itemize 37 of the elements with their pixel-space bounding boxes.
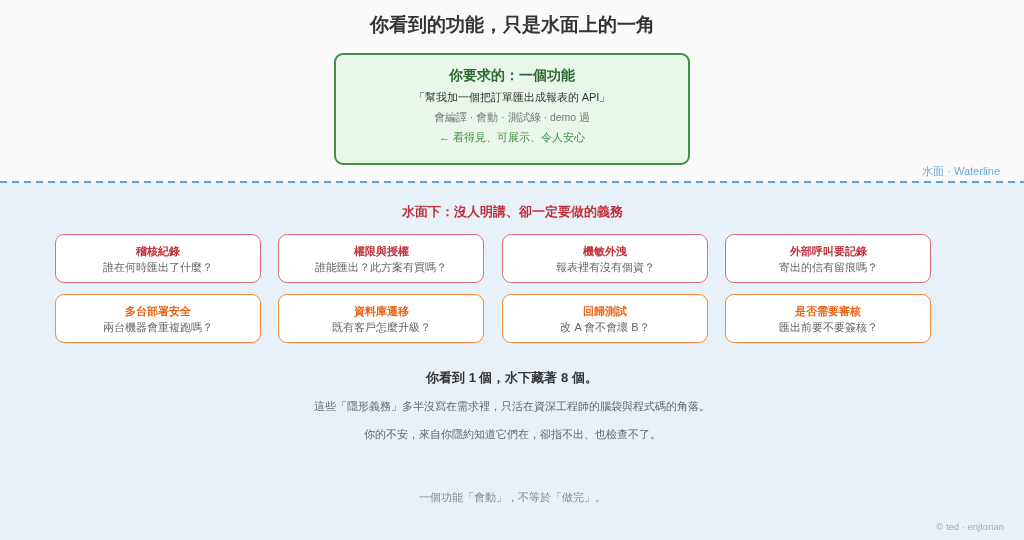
obligation-card [55, 294, 261, 343]
page-title: 你看到的功能，只是水面上的一角 [368, 13, 656, 37]
obligation-card [725, 294, 931, 343]
box-question: 既有客戶怎麼升級？ [330, 321, 432, 335]
box-question: 誰在何時匯出了什麼？ [102, 261, 214, 275]
obligation-card [278, 294, 484, 343]
box-heading: 多台部署安全 [124, 305, 192, 319]
obligation-card [278, 234, 484, 283]
feature-card [334, 53, 690, 165]
body-text: 這些「隱形義務」多半沒寫在需求裡，只活在資深工程師的腦袋與程式碼的角落。 [313, 399, 711, 414]
box-heading: 你要求的：一個功能 [448, 67, 576, 84]
box-question: 報表裡有沒有個資？ [554, 261, 656, 275]
box-heading: 權限與授權 [352, 245, 410, 259]
quote-text: 「幫我加一個把訂單匯出成報表的 API」 [412, 90, 612, 104]
obligation-card [725, 234, 931, 283]
box-heading: 機敏外洩 [582, 245, 628, 259]
obligation-card [502, 234, 708, 283]
box-question: 寄出的信有留痕嗎？ [777, 261, 879, 275]
footer-note: 一個功能「會動」，不等於「做完」。 [417, 491, 607, 505]
box-question: 兩台機器會重複跑嗎？ [102, 321, 214, 335]
box-heading: 是否需要審核 [794, 305, 862, 319]
credit-text: © ted · enjtorian [935, 521, 1004, 532]
box-question: 匯出前要不要簽核？ [777, 321, 879, 335]
obligation-card [55, 234, 261, 283]
summary-heading: 你看到 1 個，水下藏著 8 個。 [424, 369, 599, 387]
waterline-label: 水面 · Waterline [921, 164, 1000, 179]
box-question: 改 A 會不會壞 B？ [559, 321, 651, 335]
section-heading: 水面下：沒人明講、卻一定要做的義務 [400, 203, 624, 221]
box-heading: 資料庫遷移 [352, 305, 410, 319]
body-text: 你的不安，來自你隱約知道它們在，卻指不出、也檢查不了。 [362, 427, 662, 442]
box-heading: 回歸測試 [582, 305, 628, 319]
note-text: ← 看得見、可展示、令人安心 [438, 130, 586, 144]
box-question: 誰能匯出？此方案有買嗎？ [314, 261, 448, 275]
obligation-card [502, 294, 708, 343]
box-heading: 外部呼叫要記錄 [788, 245, 868, 259]
status-text: 會編譯 · 會動 · 測試綠 · demo 過 [432, 111, 592, 124]
box-heading: 稽核紀錄 [135, 245, 181, 259]
